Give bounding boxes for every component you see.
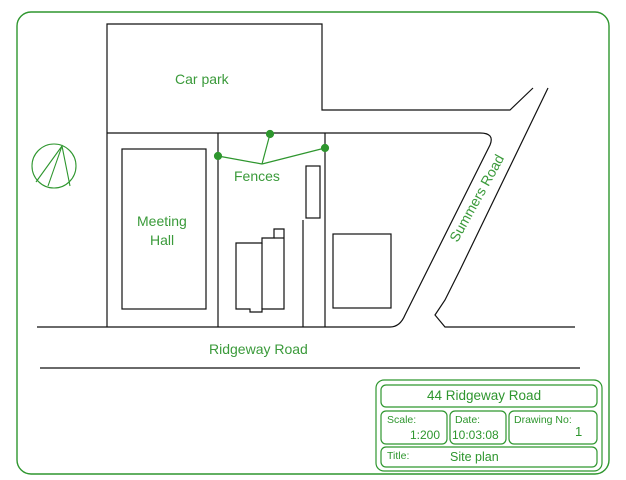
title-block-outer	[375, 379, 603, 472]
address-box	[380, 384, 598, 408]
title-box	[380, 446, 598, 468]
title-block-frames	[375, 379, 603, 472]
drawing-border	[16, 11, 610, 475]
car-park-label: Car park	[175, 71, 229, 87]
narrow-shed	[305, 165, 321, 219]
house-building	[235, 228, 285, 313]
car-park-boundary	[106, 23, 534, 133]
meeting-hall-label-line1: Meeting	[137, 213, 187, 229]
fences-callout	[213, 129, 330, 165]
date-label: Date:	[455, 414, 481, 426]
north-arrow-icon	[31, 143, 77, 189]
summers-road-east-edge	[434, 87, 575, 328]
scale-label: Scale:	[387, 414, 417, 426]
fences-label: Fences	[234, 168, 280, 184]
drawing-no-box	[508, 410, 598, 445]
date-box	[449, 410, 507, 445]
ridgeway-road-label: Ridgeway Road	[209, 341, 308, 357]
scale-box	[380, 410, 448, 445]
drawing-no-value: 1	[575, 424, 583, 439]
outbuilding	[332, 233, 392, 309]
title-value: Site plan	[450, 450, 499, 464]
meeting-hall-label-line2: Hall	[150, 232, 175, 248]
date-value: 10:03:08	[452, 428, 499, 442]
summers-road-west-edge	[389, 132, 492, 328]
address-text: 44 Ridgeway Road	[427, 388, 542, 403]
title-label: Title:	[387, 450, 410, 462]
drawing-no-label: Drawing No:	[514, 414, 572, 426]
meeting-hall-building	[121, 148, 207, 310]
site-lines	[37, 23, 580, 369]
scale-value: 1:200	[410, 428, 441, 442]
